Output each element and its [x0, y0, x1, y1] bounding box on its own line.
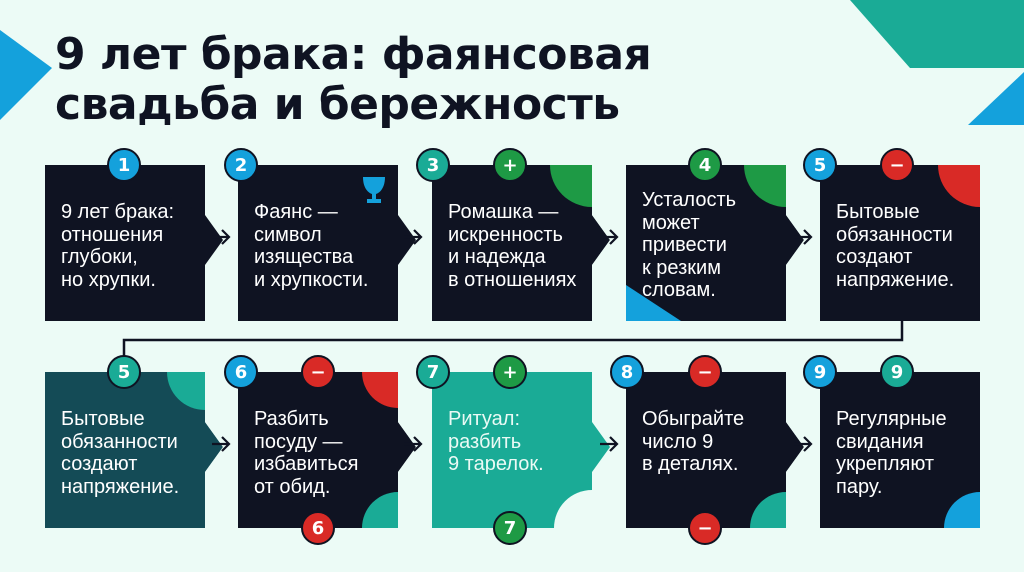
card-background — [432, 165, 610, 321]
step-text: Регулярные свидания укрепляют пару. — [836, 408, 947, 498]
card-background — [626, 372, 804, 528]
page-title: 9 лет брака: фаянсовая свадьба и бережно… — [55, 29, 652, 130]
arrow-right-icon — [212, 436, 231, 452]
arrow-right-icon — [404, 436, 423, 452]
step-number-badge: 2 — [224, 148, 258, 182]
step-number-badge: 8 — [610, 355, 644, 389]
step-card-6: Разбить посуду — избавиться от обид. — [238, 372, 416, 528]
step-text: Бытовые обязанности создают напряжение. — [61, 408, 180, 498]
arrow-right-icon — [212, 229, 231, 245]
step-card-5-repeat: Бытовые обязанности создают напряжение. — [45, 372, 223, 528]
title-line-1: 9 лет брака: фаянсовая — [55, 29, 652, 80]
card-background — [432, 372, 612, 528]
step-card-5: Бытовые обязанности создают напряжение. — [820, 165, 980, 321]
step-number-badge: 9 — [803, 355, 837, 389]
plus-badge: + — [493, 148, 527, 182]
card-background — [238, 372, 416, 528]
step-text: Разбить посуду — избавиться от обид. — [254, 408, 359, 498]
secondary-number-badge: 9 — [880, 355, 914, 389]
step-card-1: 9 лет брака: отношения глубоки, но хрупк… — [45, 165, 223, 321]
minus-badge: − — [688, 355, 722, 389]
step-number-badge: 7 — [416, 355, 450, 389]
card-background — [626, 165, 804, 321]
step-text: Усталость может привести к резким словам… — [642, 189, 737, 301]
step-number-badge: 4 — [688, 148, 722, 182]
step-text: Обыграйте число 9 в деталях. — [642, 408, 745, 475]
goblet-icon — [363, 177, 385, 203]
plus-badge: + — [493, 355, 527, 389]
step-text: Фаянс — символ изящества и хрупкости. — [254, 201, 369, 291]
card-background — [238, 165, 416, 321]
bottom-number-badge: 6 — [301, 511, 335, 545]
step-number-badge: 3 — [416, 148, 450, 182]
step-card-7: Ритуал: разбить 9 тарелок. — [432, 372, 612, 528]
step-text: Ритуал: разбить 9 тарелок. — [448, 408, 544, 475]
step-card-3: Ромашка — искренность и надежда в отноше… — [432, 165, 610, 321]
bottom-number-badge: 7 — [493, 511, 527, 545]
bottom-minus-badge: − — [688, 511, 722, 545]
card-background — [820, 372, 980, 528]
step-card-4: Усталость может привести к резким словам… — [626, 165, 804, 321]
step-text: 9 лет брака: отношения глубоки, но хрупк… — [61, 201, 175, 291]
minus-badge: − — [301, 355, 335, 389]
arrow-right-icon — [600, 436, 619, 452]
teal-banner-top-right-decoration — [850, 0, 1024, 125]
step-number-badge: 6 — [224, 355, 258, 389]
minus-badge: − — [880, 148, 914, 182]
card-background — [45, 165, 223, 321]
step-card-9: Регулярные свидания укрепляют пару. — [820, 372, 980, 528]
arrow-right-icon — [600, 229, 619, 245]
step-card-8: Обыграйте число 9 в деталях. — [626, 372, 804, 528]
arrow-right-icon — [794, 436, 813, 452]
card-background — [820, 165, 980, 321]
title-line-2: свадьба и бережность — [55, 79, 620, 130]
step-number-badge: 1 — [107, 148, 141, 182]
card-background — [45, 372, 223, 528]
step-number-badge: 5 — [107, 355, 141, 389]
blue-triangle-left-decoration — [0, 30, 52, 120]
step-text: Бытовые обязанности создают напряжение. — [836, 201, 955, 291]
step-text: Ромашка — искренность и надежда в отноше… — [448, 201, 577, 291]
arrow-right-icon — [404, 229, 423, 245]
step-number-badge: 5 — [803, 148, 837, 182]
arrow-right-icon — [794, 229, 813, 245]
step-card-2: Фаянс — символ изящества и хрупкости. — [238, 165, 416, 321]
